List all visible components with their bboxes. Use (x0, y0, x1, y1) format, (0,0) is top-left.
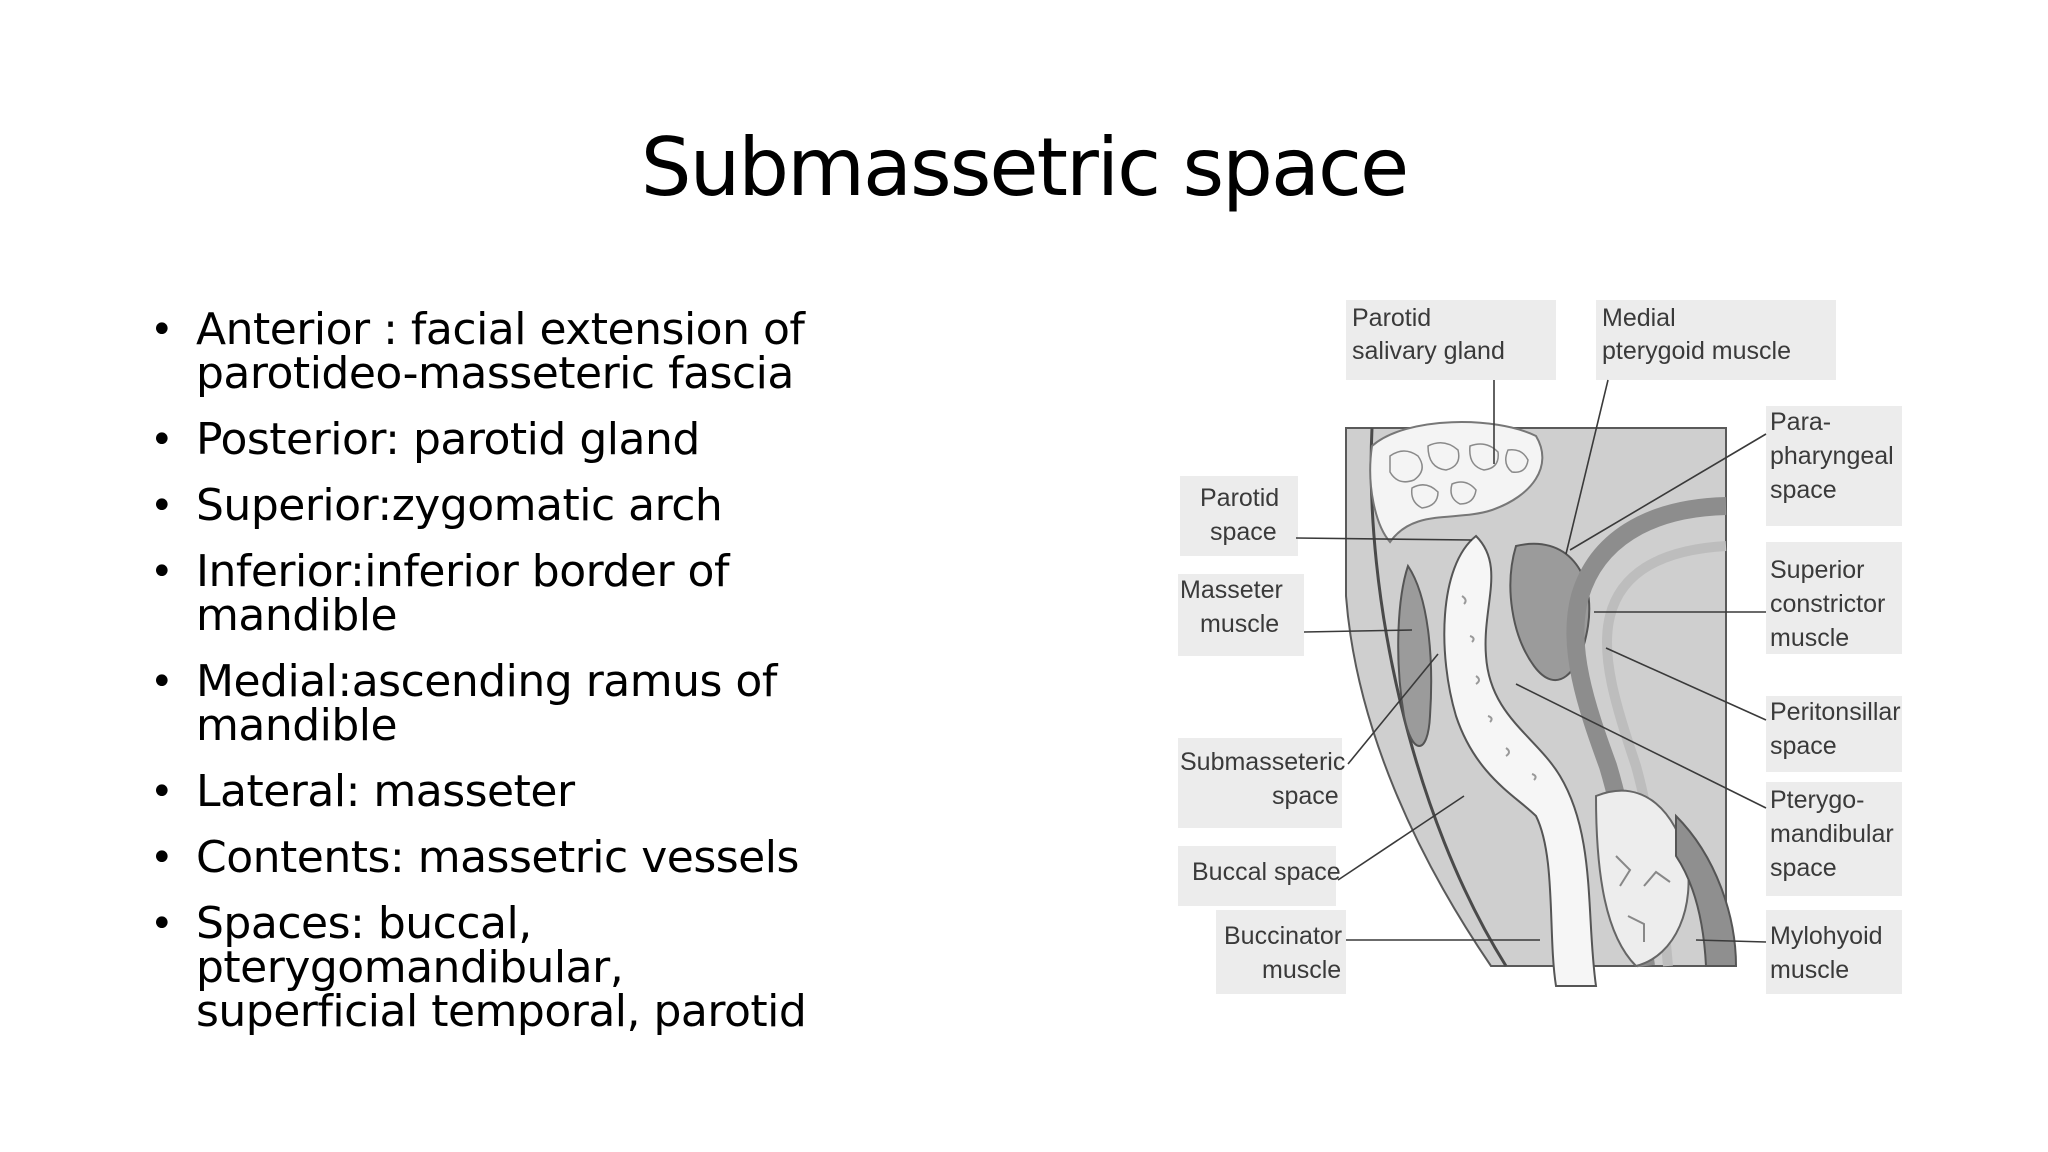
label-buccinator-muscle-2: muscle (1262, 956, 1341, 984)
label-masseter-muscle-2: muscle (1200, 610, 1279, 638)
bullet-spaces: Spaces: buccal, pterygomandibular, super… (150, 902, 970, 1034)
label-parapharyngeal-space-2: pharyngeal (1770, 442, 1894, 470)
anatomy-figure: Parotid salivary gland Medial pterygoid … (1176, 296, 1906, 1004)
bullet-text: Inferior:inferior border of (196, 546, 729, 597)
label-submasseteric-space: Submasseteric (1180, 748, 1345, 776)
label-parotid-space-2: space (1210, 518, 1277, 546)
label-mylohyoid-muscle: Mylohyoid (1770, 922, 1883, 950)
slide-title: Submassetric space (640, 121, 1409, 214)
label-pterygomandibular-space-3: space (1770, 854, 1837, 882)
label-masseter-muscle: Masseter (1180, 576, 1283, 604)
label-mylohyoid-muscle-2: muscle (1770, 956, 1849, 984)
label-buccal-space: Buccal space (1192, 858, 1341, 886)
bullet-medial: Medial:ascending ramus of mandible (150, 660, 970, 748)
label-parapharyngeal-space: Para- (1770, 408, 1831, 436)
bullet-text-continued: superficial temporal, parotid (196, 986, 807, 1037)
label-pterygomandibular-space-2: mandibular (1770, 820, 1894, 848)
bullet-text: Lateral: masseter (196, 766, 575, 817)
label-superior-constrictor-muscle: Superior (1770, 556, 1865, 584)
bullet-anterior: Anterior : facial extension of parotideo… (150, 308, 970, 396)
label-parotid-salivary-gland: Parotid (1352, 304, 1431, 332)
bullet-inferior: Inferior:inferior border of mandible (150, 550, 970, 638)
bullet-contents: Contents: massetric vessels (150, 832, 970, 883)
label-medial-pterygoid-muscle-2: pterygoid muscle (1602, 337, 1791, 365)
tissue-shapes (1345, 421, 1738, 987)
bullet-text: Posterior: parotid gland (196, 414, 700, 465)
bullet-text-continued: mandible (196, 700, 398, 751)
label-parapharyngeal-space-3: space (1770, 476, 1837, 504)
bullet-text: Medial:ascending ramus of (196, 656, 777, 707)
anatomy-diagram: Parotid salivary gland Medial pterygoid … (1178, 300, 1902, 994)
label-superior-constrictor-muscle-2: constrictor (1770, 590, 1885, 618)
bullet-list: Anterior : facial extension of parotideo… (150, 308, 970, 1056)
bullet-posterior: Posterior: parotid gland (150, 414, 970, 465)
bullet-text: Superior:zygomatic arch (196, 480, 723, 531)
label-pterygomandibular-space: Pterygo- (1770, 786, 1864, 814)
bullet-text-continued: parotideo-masseteric fascia (196, 348, 794, 399)
label-buccinator-muscle: Buccinator (1224, 922, 1342, 950)
label-submasseteric-space-2: space (1272, 782, 1339, 810)
bullet-text: Anterior : facial extension of (196, 304, 805, 355)
label-peritonsillar-space-2: space (1770, 732, 1837, 760)
figure-labels: Parotid salivary gland Medial pterygoid … (1180, 304, 1901, 984)
label-parotid-salivary-gland-2: salivary gland (1352, 337, 1505, 365)
leader-lines (1295, 379, 1767, 943)
bullet-text-continued: mandible (196, 590, 398, 641)
bullet-lateral: Lateral: masseter (150, 766, 970, 817)
bullet-superior: Superior:zygomatic arch (150, 480, 970, 531)
label-superior-constrictor-muscle-3: muscle (1770, 624, 1849, 652)
bullet-text: Contents: massetric vessels (196, 832, 799, 883)
label-parotid-space: Parotid (1200, 484, 1279, 512)
label-peritonsillar-space: Peritonsillar (1770, 698, 1901, 726)
label-panels (1178, 300, 1902, 994)
bullet-text: Spaces: buccal, pterygomandibular, (196, 898, 624, 993)
label-medial-pterygoid-muscle: Medial (1602, 304, 1676, 332)
